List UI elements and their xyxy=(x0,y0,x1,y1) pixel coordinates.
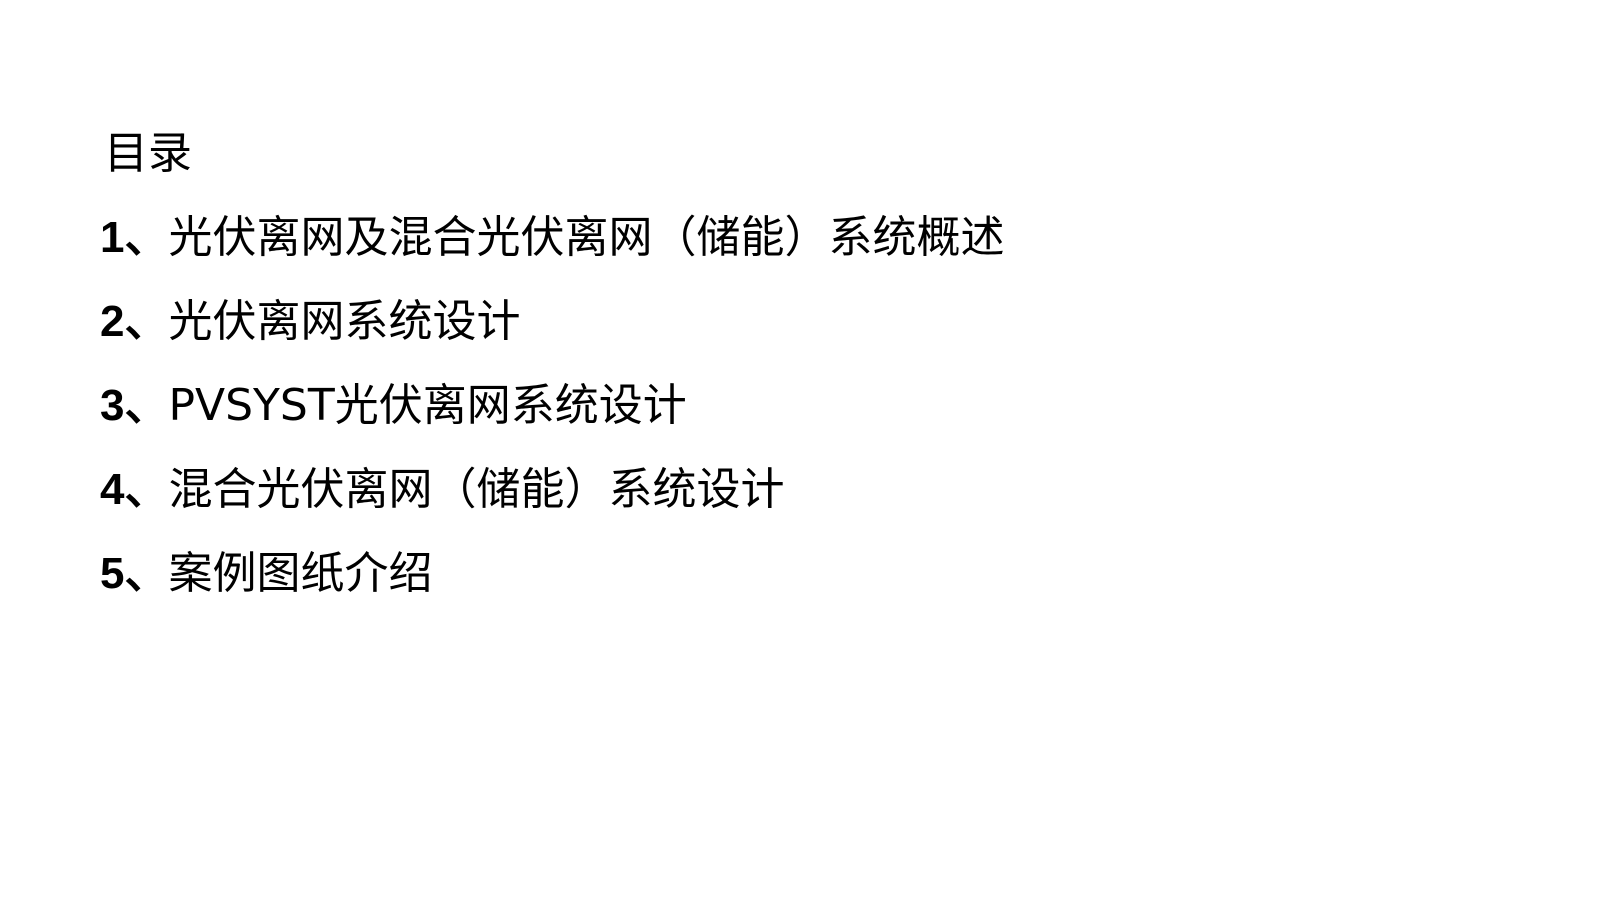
toc-item-number: 4、 xyxy=(100,465,169,514)
toc-item-text: 光伏离网及混合光伏离网（储能）系统概述 xyxy=(168,212,1005,263)
toc-item-number: 1、 xyxy=(100,213,169,262)
toc-item-text: 光伏离网系统设计 xyxy=(168,296,521,347)
toc-item-number: 3、 xyxy=(100,381,169,430)
toc-item-text: PVSYST光伏离网系统设计 xyxy=(168,380,687,431)
toc-item-text: 案例图纸介绍 xyxy=(168,548,433,599)
toc-list: 1、光伏离网及混合光伏离网（储能）系统概述 2、光伏离网系统设计 3、PVSYS… xyxy=(100,210,1500,602)
toc-item-text: 混合光伏离网（储能）系统设计 xyxy=(168,464,785,515)
toc-title: 目录 xyxy=(104,128,192,179)
table-of-contents: 目录 1、光伏离网及混合光伏离网（储能）系统概述 2、光伏离网系统设计 3、PV… xyxy=(100,126,1500,630)
toc-item-3: 3、PVSYST光伏离网系统设计 xyxy=(100,378,1500,434)
toc-item-1: 1、光伏离网及混合光伏离网（储能）系统概述 xyxy=(100,210,1500,266)
toc-item-number: 2、 xyxy=(100,297,169,346)
toc-item-number: 5、 xyxy=(100,549,169,598)
toc-item-2: 2、光伏离网系统设计 xyxy=(100,294,1500,350)
toc-item-5: 5、案例图纸介绍 xyxy=(100,546,1500,602)
toc-item-4: 4、混合光伏离网（储能）系统设计 xyxy=(100,462,1500,518)
